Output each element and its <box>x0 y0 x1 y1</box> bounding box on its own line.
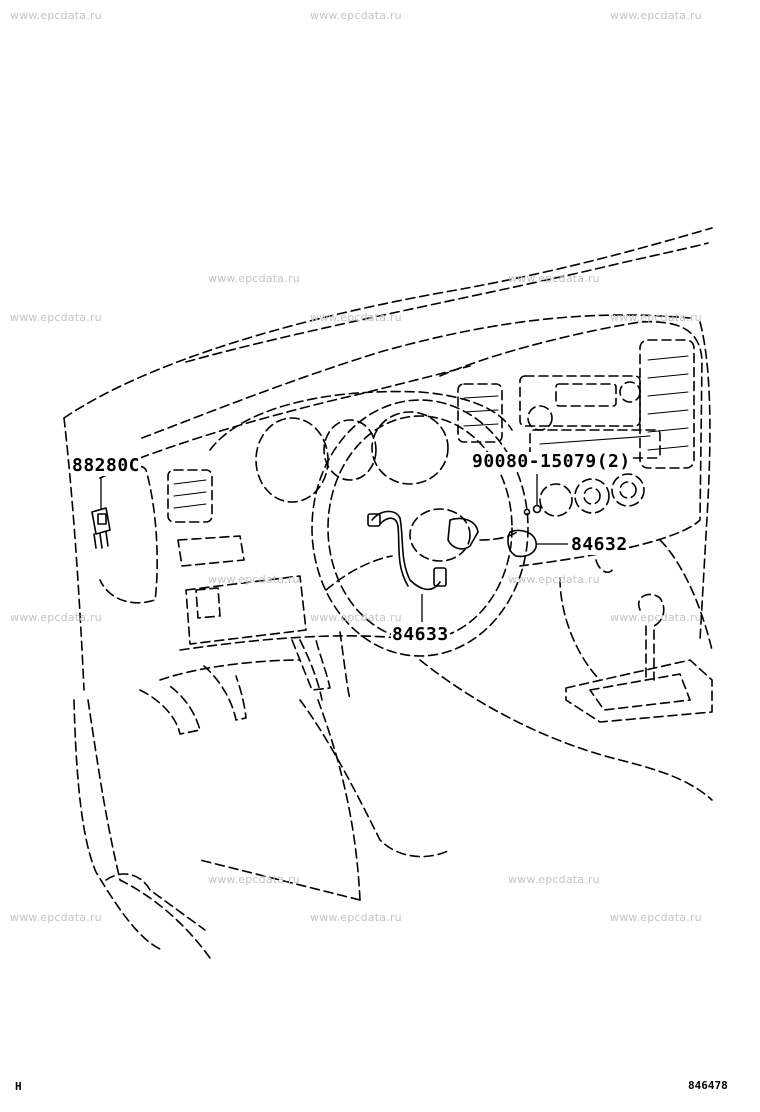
steering-wheel-rim <box>311 399 529 657</box>
steering-column <box>299 631 351 701</box>
center-vent <box>457 383 503 443</box>
tachometer-gauge <box>371 411 449 485</box>
floor-console <box>299 699 451 858</box>
center-gauge <box>323 419 377 481</box>
door-sill <box>105 873 206 931</box>
watermark: www.epcdata.ru <box>10 911 102 924</box>
watermark: www.epcdata.ru <box>610 311 702 324</box>
watermark: www.epcdata.ru <box>508 873 600 886</box>
left-door-lower <box>73 699 163 951</box>
steering-wheel-spoke-left <box>325 555 393 591</box>
figure-number: 846478 <box>688 1079 728 1092</box>
radio-unit <box>519 375 641 427</box>
passenger-dash <box>699 321 711 641</box>
accelerator-pedal <box>291 639 331 691</box>
watermark: www.epcdata.ru <box>10 311 102 324</box>
center-stack-outline <box>439 320 703 567</box>
side-switch-unit <box>91 507 111 535</box>
watermark: www.epcdata.ru <box>310 311 402 324</box>
knee-panel <box>179 635 421 651</box>
corner-mark: H <box>15 1080 22 1093</box>
watermark: www.epcdata.ru <box>310 611 402 624</box>
watermark: www.epcdata.ru <box>310 9 402 22</box>
floor-front <box>317 699 361 901</box>
part-label-88280c[interactable]: 88280C <box>71 455 142 476</box>
watermark: www.epcdata.ru <box>610 611 702 624</box>
left-storage <box>195 587 221 619</box>
watermark: www.epcdata.ru <box>208 573 300 586</box>
watermark: www.epcdata.ru <box>208 873 300 886</box>
part-label-84632[interactable]: 84632 <box>570 534 629 555</box>
shift-lever <box>637 593 665 681</box>
left-door-panel <box>87 699 211 959</box>
dashboard-front-surface <box>139 365 471 459</box>
steering-wheel-spoke-right <box>479 529 521 541</box>
spiral-cable-wire <box>371 510 441 591</box>
watermark: www.epcdata.ru <box>208 272 300 285</box>
climate-knob-left <box>539 483 573 517</box>
watermark: www.epcdata.ru <box>610 9 702 22</box>
left-lower-panel <box>185 575 307 645</box>
tunnel-right <box>419 659 713 801</box>
part-label-84633[interactable]: 84633 <box>391 624 450 645</box>
right-air-vent <box>639 339 695 469</box>
spiral-cable-connector <box>433 567 447 587</box>
part-label-screw[interactable]: 90080-15079(2) <box>471 451 632 472</box>
left-air-vent <box>167 469 213 523</box>
shift-console <box>565 659 713 723</box>
screw-head <box>532 504 542 514</box>
steering-hub <box>409 508 471 562</box>
left-door-trim <box>99 465 158 604</box>
left-switch-panel <box>177 535 245 567</box>
watermark: www.epcdata.ru <box>10 611 102 624</box>
lower-dash-edge <box>159 659 301 681</box>
dashboard-upper-line <box>141 314 691 439</box>
watermark: www.epcdata.ru <box>310 911 402 924</box>
dashboard-top-edge <box>185 242 709 363</box>
left-pillar <box>63 417 85 691</box>
watermark: www.epcdata.ru <box>508 272 600 285</box>
console-lower <box>559 577 601 681</box>
watermark: www.epcdata.ru <box>508 573 600 586</box>
watermark: www.epcdata.ru <box>10 9 102 22</box>
clutch-pedal <box>139 685 201 735</box>
steering-wheel-inner <box>327 415 513 641</box>
brake-pedal <box>203 665 247 721</box>
pad-bracket <box>447 517 479 550</box>
steering-pad-lower <box>507 529 538 558</box>
climate-knob-right <box>611 473 645 507</box>
climate-knob-center <box>574 478 610 514</box>
watermark: www.epcdata.ru <box>610 911 702 924</box>
windshield-edge <box>63 227 713 419</box>
